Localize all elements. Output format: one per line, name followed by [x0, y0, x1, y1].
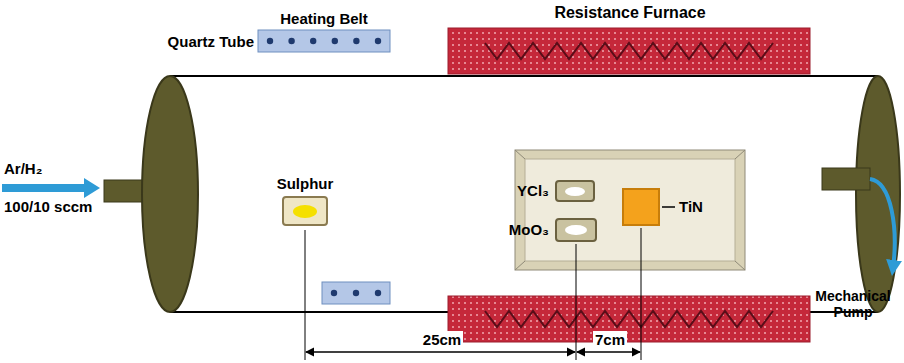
dimension-label: 25cm	[421, 331, 463, 348]
crucible: MoO₃	[555, 218, 597, 242]
belt-dot	[375, 290, 381, 296]
part-label: Ar/H₂	[4, 160, 42, 177]
powder	[565, 225, 586, 235]
dimension-line	[306, 351, 575, 352]
substrate: TiN	[622, 188, 660, 226]
belt-dot	[375, 38, 381, 44]
heating-belt	[258, 30, 390, 52]
crucible: YCl₃	[555, 180, 595, 202]
gas-flow-arrow	[2, 178, 100, 198]
part-label: Resistance Furnace	[554, 4, 705, 22]
furnace-heater	[448, 28, 810, 74]
dimension-tick	[576, 244, 577, 360]
pump-arrow	[870, 179, 895, 268]
tray-bevel	[735, 261, 745, 270]
belt-dot	[332, 38, 338, 44]
leader-line	[662, 206, 675, 208]
heater-coil	[485, 43, 773, 59]
quartz-tube	[170, 76, 878, 312]
powder	[293, 205, 317, 218]
heater-coil	[485, 43, 773, 327]
belt-dot	[353, 38, 359, 44]
belt-dot	[353, 290, 359, 296]
heating-belt	[322, 282, 390, 304]
belt-dot	[288, 38, 294, 44]
sample-tray-floor	[525, 159, 735, 261]
powder	[565, 187, 585, 196]
tray-bevel	[735, 150, 745, 159]
sulphur-boat: Sulphur	[282, 196, 328, 226]
component-label: TiN	[679, 198, 703, 215]
part-label: Mechanical Pump	[809, 288, 897, 320]
tube-wall	[170, 75, 878, 77]
component-label: MoO₃	[509, 221, 549, 238]
heater-coil	[485, 311, 773, 327]
dimension-line	[577, 351, 640, 352]
part-label: 100/10 sccm	[4, 198, 92, 215]
dimension-tick	[641, 228, 642, 360]
dimension-tick	[305, 230, 306, 360]
component-label: YCl₃	[517, 182, 549, 199]
outlet-pipe	[822, 168, 870, 190]
tube-end-cap	[142, 76, 198, 312]
tray-bevel	[515, 150, 525, 159]
belt-dot	[310, 38, 316, 44]
furnace-heater	[448, 296, 810, 342]
tube-end-cap	[856, 76, 900, 312]
part-label: Heating Belt	[280, 10, 368, 27]
belt-dot	[331, 290, 337, 296]
tray-bevel	[515, 261, 525, 270]
sample-tray	[515, 150, 745, 270]
belt-dots	[267, 38, 381, 296]
dimension-label: 7cm	[593, 331, 627, 348]
component-label: Sulphur	[277, 175, 334, 192]
part-label: Quartz Tube	[168, 33, 254, 50]
belt-dot	[267, 38, 273, 44]
